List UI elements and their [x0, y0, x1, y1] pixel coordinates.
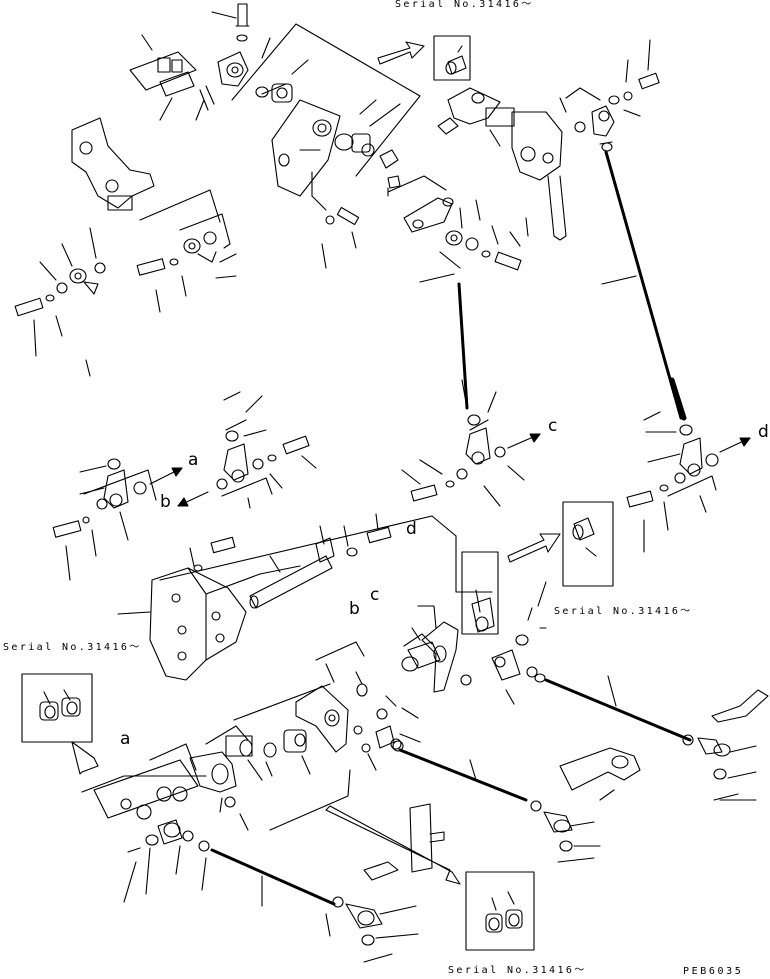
center-left-clevis: [136, 213, 237, 313]
connection-label-d-lower: d: [406, 519, 417, 539]
connection-label-b-lower: b: [349, 599, 360, 619]
serial-detail-box-bottom: [465, 871, 535, 951]
top-right-valve-lever: [437, 39, 660, 241]
leader-lines: [85, 97, 661, 431]
serial-label-left: Serial No.31416～: [3, 642, 142, 653]
left-rod-end-assembly: [14, 117, 221, 357]
control-rods: [457, 141, 687, 421]
drawing-code: PEB6035: [683, 966, 744, 977]
center-right-clevis: [387, 175, 522, 283]
connection-label-c-lower: c: [370, 585, 380, 605]
connection-label-a-upper: a: [188, 450, 199, 470]
serial-detail-box-top: [377, 35, 471, 81]
connection-label-c-upper: c: [548, 416, 558, 436]
top-left-bracket-cluster: [129, 3, 250, 121]
connection-label-a-lower: a: [120, 729, 131, 749]
right-middle-lever-cluster: [403, 551, 547, 705]
middle-rod-end-clusters: [52, 391, 719, 581]
connection-label-d-upper: d: [758, 422, 769, 442]
serial-label-bottom: Serial No.31416～: [448, 965, 587, 976]
lower-left-cluster: [81, 683, 419, 963]
lower-right-rod: [534, 673, 769, 801]
serial-detail-box-right: [507, 501, 614, 587]
connection-arrows: [149, 433, 751, 507]
top-center-bracket: [211, 11, 421, 269]
serial-label-right: Serial No.31416～: [554, 606, 693, 617]
lower-center-assembly: [295, 641, 641, 885]
serial-detail-box-left: [21, 673, 99, 775]
connection-label-b-upper: b: [160, 492, 171, 512]
serial-label-top: Serial No.31416～: [395, 0, 534, 10]
main-lower-bracket: [117, 513, 493, 681]
